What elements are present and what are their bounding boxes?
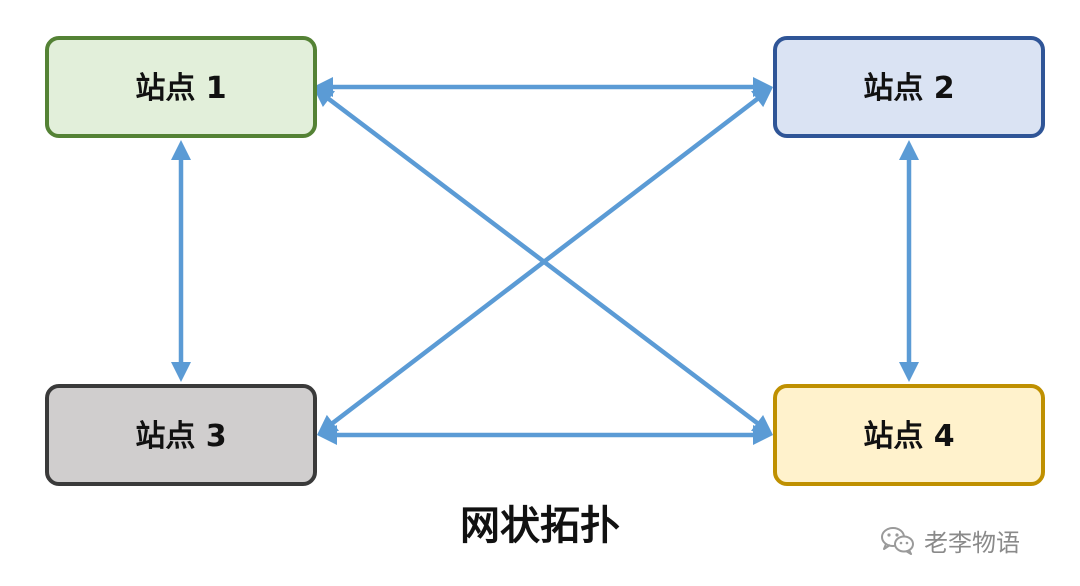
node-station-2: 站点 2 [773, 36, 1045, 138]
watermark: 老李物语 [880, 520, 1020, 560]
arrow-head-icon [317, 425, 337, 445]
watermark-text: 老李物语 [924, 528, 1020, 557]
arrow-head-icon [313, 87, 335, 108]
diagram-caption: 网状拓扑 [460, 503, 620, 549]
arrow-head-icon [751, 87, 773, 108]
wechat-icon [881, 527, 914, 555]
link-station-1-station-2 [313, 77, 773, 97]
node-station-2-label: 站点 2 [863, 71, 954, 106]
arrow-head-icon [899, 362, 919, 382]
node-station-3-box [45, 384, 317, 486]
node-station-1-label: 站点 1 [135, 71, 226, 106]
link-station-1-station-3 [171, 140, 191, 382]
node-station-1: 站点 1 [45, 36, 317, 138]
arrow-head-icon [171, 362, 191, 382]
node-station-2-box [773, 36, 1045, 138]
arrow-head-icon [171, 140, 191, 160]
link-station-3-station-4 [317, 425, 773, 445]
node-station-4: 站点 4 [773, 384, 1045, 486]
node-station-3-label: 站点 3 [135, 419, 226, 454]
node-station-4-label: 站点 4 [863, 419, 954, 454]
link-line [328, 94, 762, 428]
node-station-3: 站点 3 [45, 384, 317, 486]
node-station-4-box [773, 384, 1045, 486]
links-layer [171, 77, 919, 445]
node-station-1-box [45, 36, 317, 138]
arrow-head-icon [899, 140, 919, 160]
arrow-head-icon [753, 425, 773, 445]
link-station-2-station-4 [899, 140, 919, 382]
